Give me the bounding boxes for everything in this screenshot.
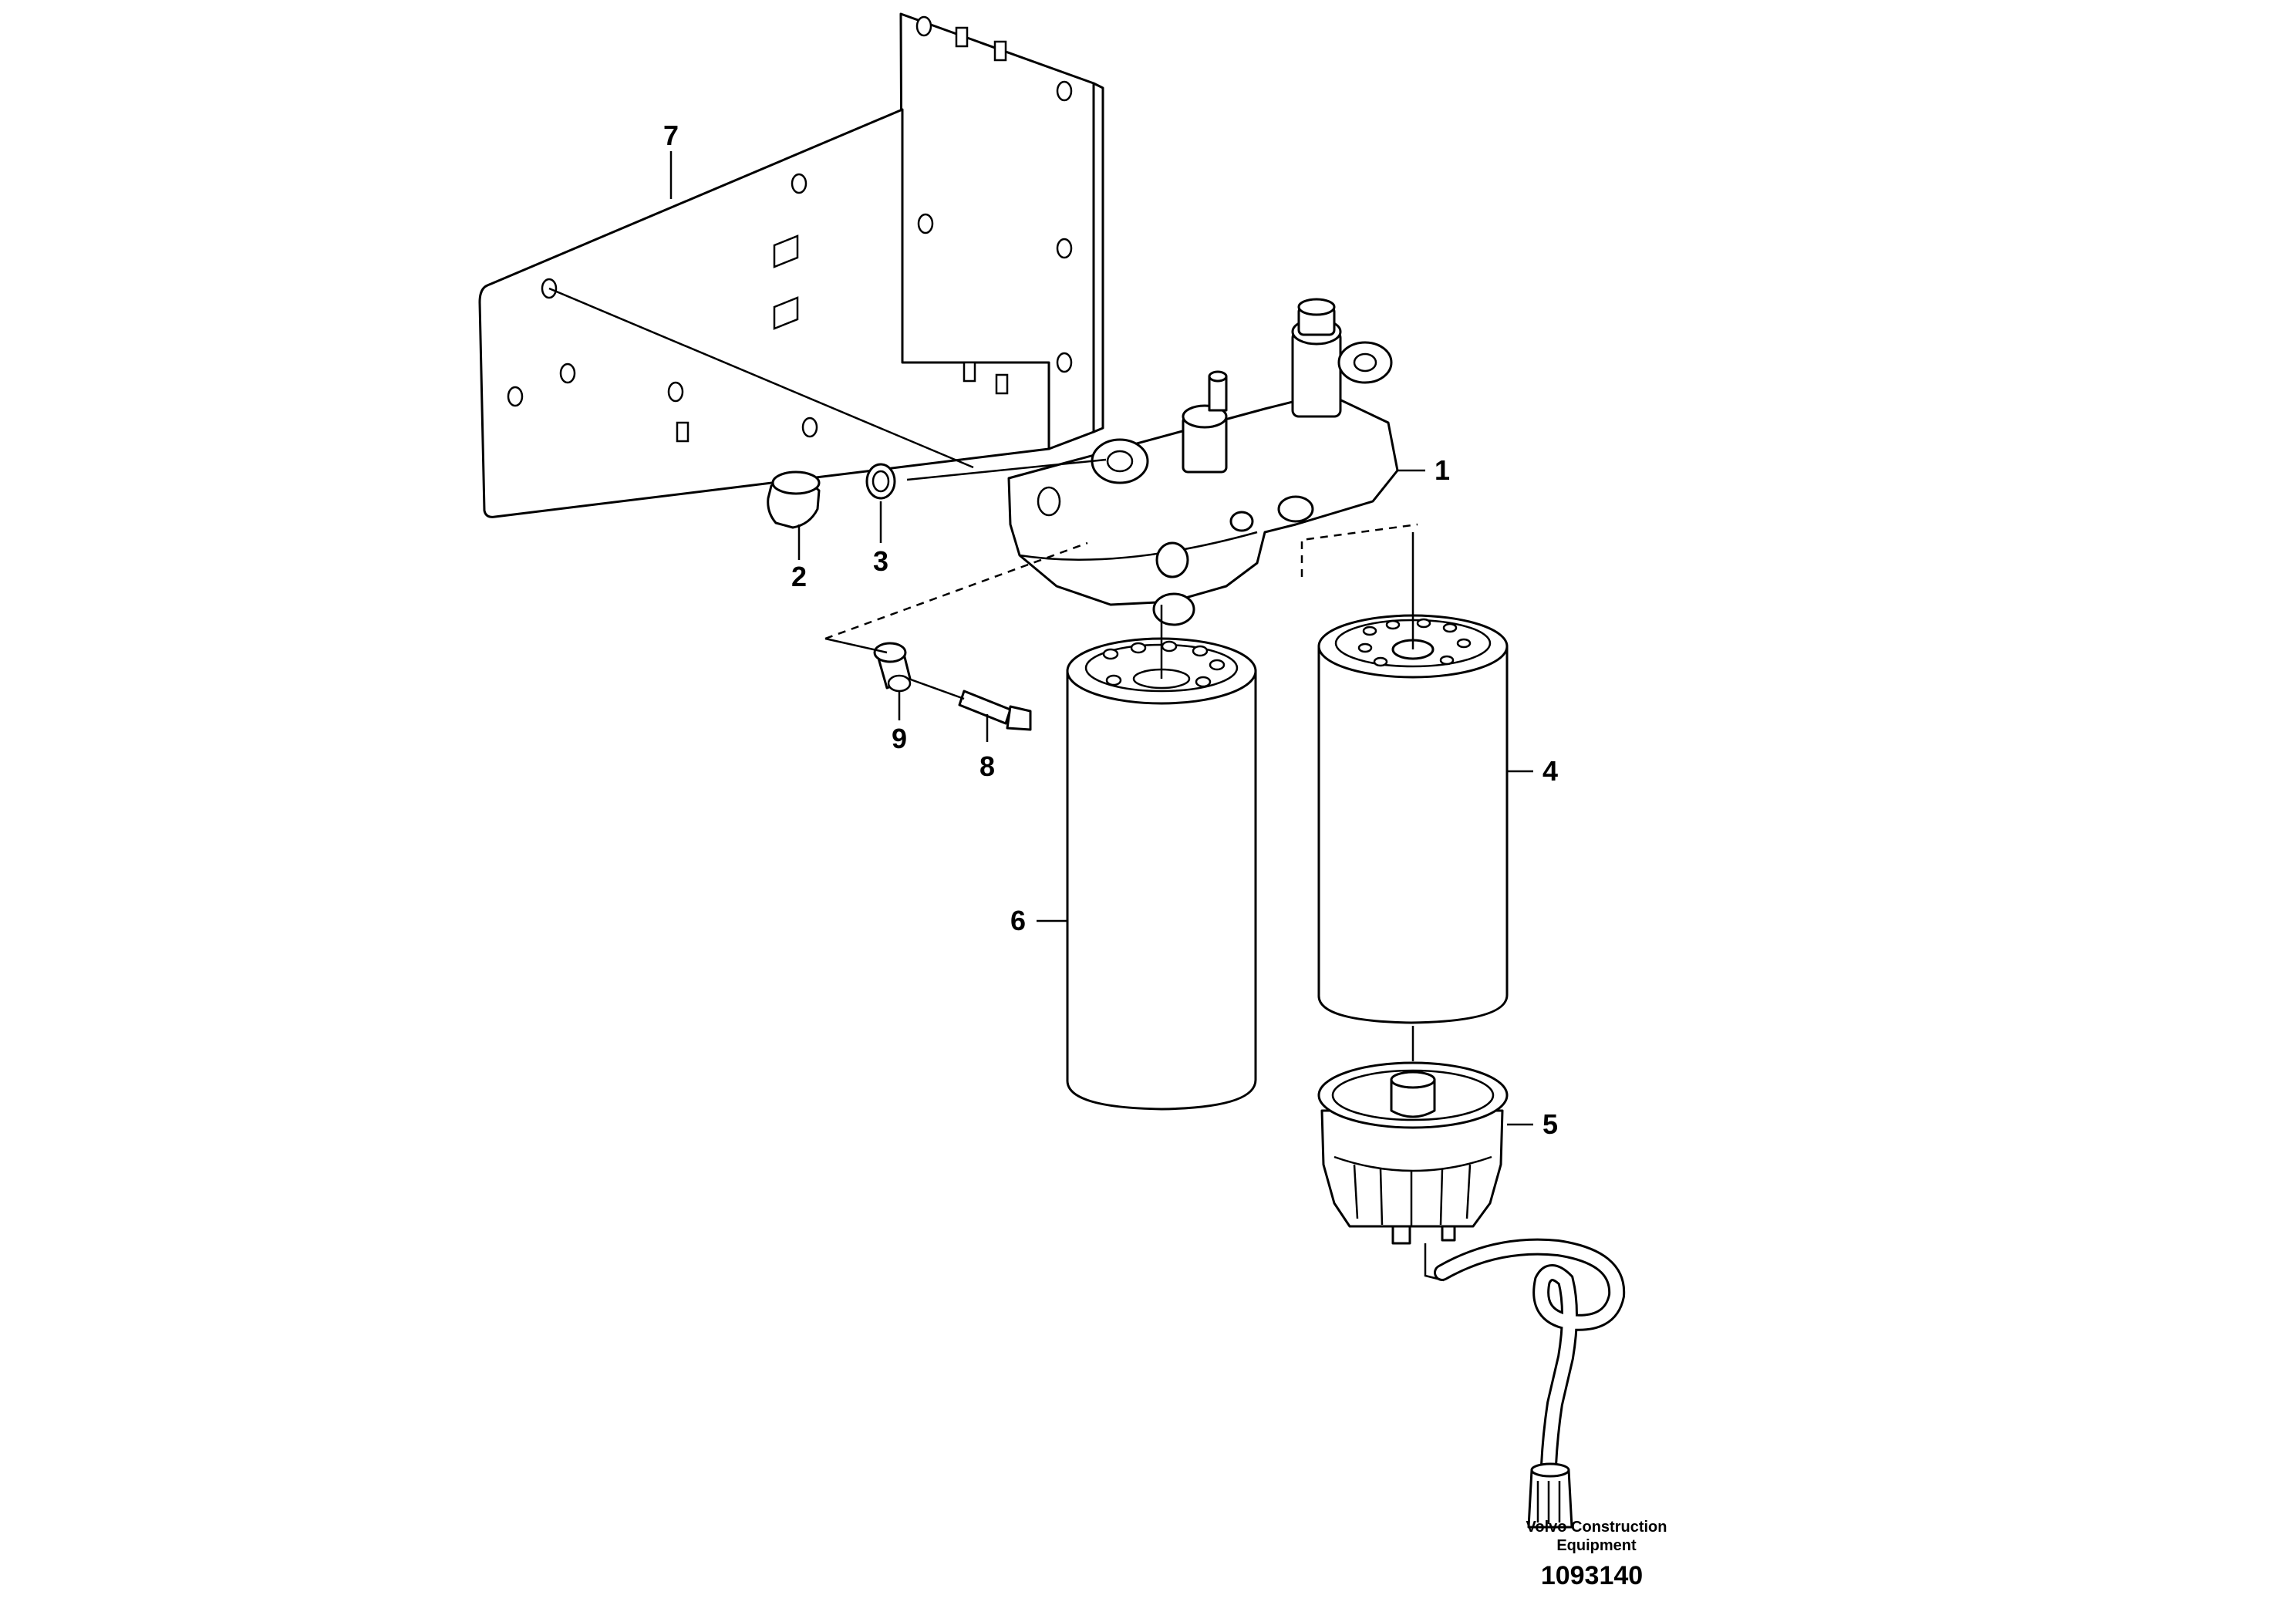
sealing-ring [865,463,896,500]
callout-leaders [669,151,1533,1126]
callout-9: 9 [892,723,907,754]
callout-1: 1 [1435,454,1450,486]
bolt [958,690,1032,731]
callout-3: 3 [873,545,888,577]
mounting-bracket [478,12,1104,518]
figure-number: 1093140 [1541,1561,1643,1590]
fuel-filter-right [1317,532,1509,1061]
footer-company-line2: Equipment [1556,1537,1637,1554]
spacer [873,642,912,693]
callout-6: 6 [1010,905,1026,936]
callout-8: 8 [979,750,995,782]
water-separator-bowl [1317,1061,1626,1529]
callout-2: 2 [791,561,807,592]
fuel-filter-left [1066,605,1257,1111]
callout-4: 4 [1542,755,1558,787]
callout-5: 5 [1542,1108,1558,1140]
filter-head [1007,298,1399,626]
plug [767,470,821,529]
callout-7: 7 [663,120,679,151]
footer-company-line1: Volvo Construction [1526,1519,1667,1536]
